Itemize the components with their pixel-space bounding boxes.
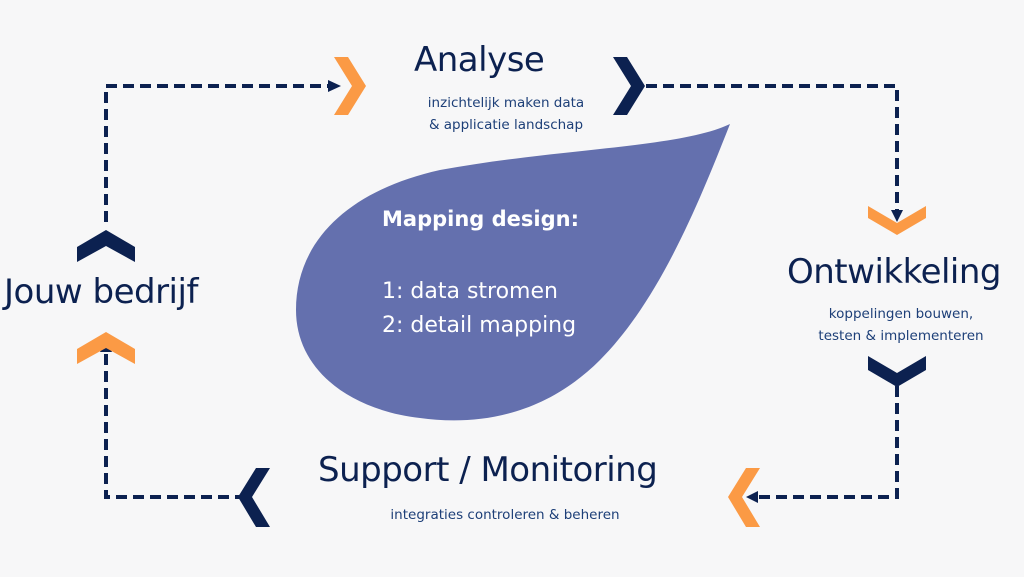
chevron-left-navy-icon xyxy=(238,468,270,527)
connector-ontwikkeling-to-support xyxy=(756,386,899,499)
stage-subtitle-support: integraties controleren & beheren xyxy=(390,507,620,523)
chevron-up-orange-icon xyxy=(77,332,135,364)
stage-title-analyse: Analyse xyxy=(414,40,545,80)
stage-subtitle-ontwikkeling-line2: testen & implementeren xyxy=(818,328,984,344)
stage-subtitle-ontwikkeling-line1: koppelingen bouwen, xyxy=(828,306,974,322)
arrowhead-right-icon xyxy=(328,80,341,92)
connector-support-to-bedrijf xyxy=(104,350,246,499)
stage-subtitle-analyse-line1: inzichtelijk maken data xyxy=(427,95,585,111)
arrowhead-down-icon xyxy=(891,210,903,222)
stage-subtitle-analyse-line2: & applicatie landschap xyxy=(428,117,584,133)
center-item-1: 1: data stromen xyxy=(382,279,558,304)
stage-title-support: Support / Monitoring xyxy=(318,450,658,490)
center-heading: Mapping design: xyxy=(382,207,579,231)
chevron-right-navy-icon xyxy=(613,57,645,115)
center-item-2: 2: detail mapping xyxy=(382,313,577,338)
chevron-up-navy-icon xyxy=(77,230,135,262)
connector-bedrijf-to-analyse xyxy=(104,84,330,222)
chevron-down-orange-icon xyxy=(868,206,926,235)
chevron-down-navy-icon xyxy=(868,356,926,387)
chevron-left-orange-icon xyxy=(728,468,760,527)
stage-title-ontwikkeling: Ontwikkeling xyxy=(787,252,1002,292)
chevron-right-orange-icon xyxy=(334,57,366,115)
stage-subtitle-ontwikkeling: koppelingen bouwen, testen & implementer… xyxy=(796,303,1006,347)
stage-title-bedrijf: Jouw bedrijf xyxy=(4,272,198,312)
arrowhead-left-icon xyxy=(746,491,758,503)
stage-subtitle-analyse: inzichtelijk maken data & applicatie lan… xyxy=(390,92,622,136)
center-teardrop-shape xyxy=(296,124,730,421)
